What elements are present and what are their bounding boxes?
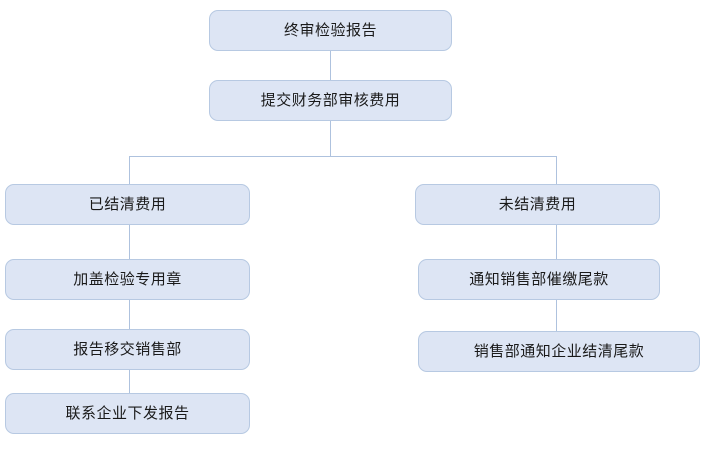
flow-node-label: 提交财务部审核费用 xyxy=(260,91,401,109)
flow-node-n8[interactable]: 通知销售部催缴尾款 xyxy=(418,259,660,300)
connector-n2-to-branch xyxy=(330,121,331,156)
connector-n4-to-n5 xyxy=(129,300,130,329)
flow-node-label: 已结清费用 xyxy=(88,195,167,213)
flow-node-label: 加盖检验专用章 xyxy=(73,270,182,288)
connector-branch-to-n7 xyxy=(556,156,557,184)
flow-node-label: 联系企业下发报告 xyxy=(65,404,190,422)
connector-n1-to-n2 xyxy=(330,51,331,80)
flow-node-label: 终审检验报告 xyxy=(283,21,377,39)
flow-node-label: 通知销售部催缴尾款 xyxy=(469,270,609,288)
flow-node-label: 销售部通知企业结清尾款 xyxy=(473,342,645,360)
flow-node-n3[interactable]: 已结清费用 xyxy=(5,184,250,225)
flow-node-n5[interactable]: 报告移交销售部 xyxy=(5,329,250,370)
connector-n8-to-n9 xyxy=(556,300,557,331)
flow-node-n4[interactable]: 加盖检验专用章 xyxy=(5,259,250,300)
connector-n3-to-n4 xyxy=(129,225,130,259)
connector-branch-to-n3 xyxy=(129,156,130,184)
flow-node-n6[interactable]: 联系企业下发报告 xyxy=(5,393,250,434)
connector-n5-to-n6 xyxy=(129,370,130,393)
connector-n7-to-n8 xyxy=(556,225,557,259)
flow-node-n2[interactable]: 提交财务部审核费用 xyxy=(209,80,452,121)
flow-node-n9[interactable]: 销售部通知企业结清尾款 xyxy=(418,331,700,372)
connector-branch-to-split xyxy=(129,156,556,157)
flow-node-label: 报告移交销售部 xyxy=(73,340,182,358)
flow-node-label: 未结清费用 xyxy=(498,195,577,213)
flow-node-n1[interactable]: 终审检验报告 xyxy=(209,10,452,51)
flow-node-n7[interactable]: 未结清费用 xyxy=(415,184,660,225)
